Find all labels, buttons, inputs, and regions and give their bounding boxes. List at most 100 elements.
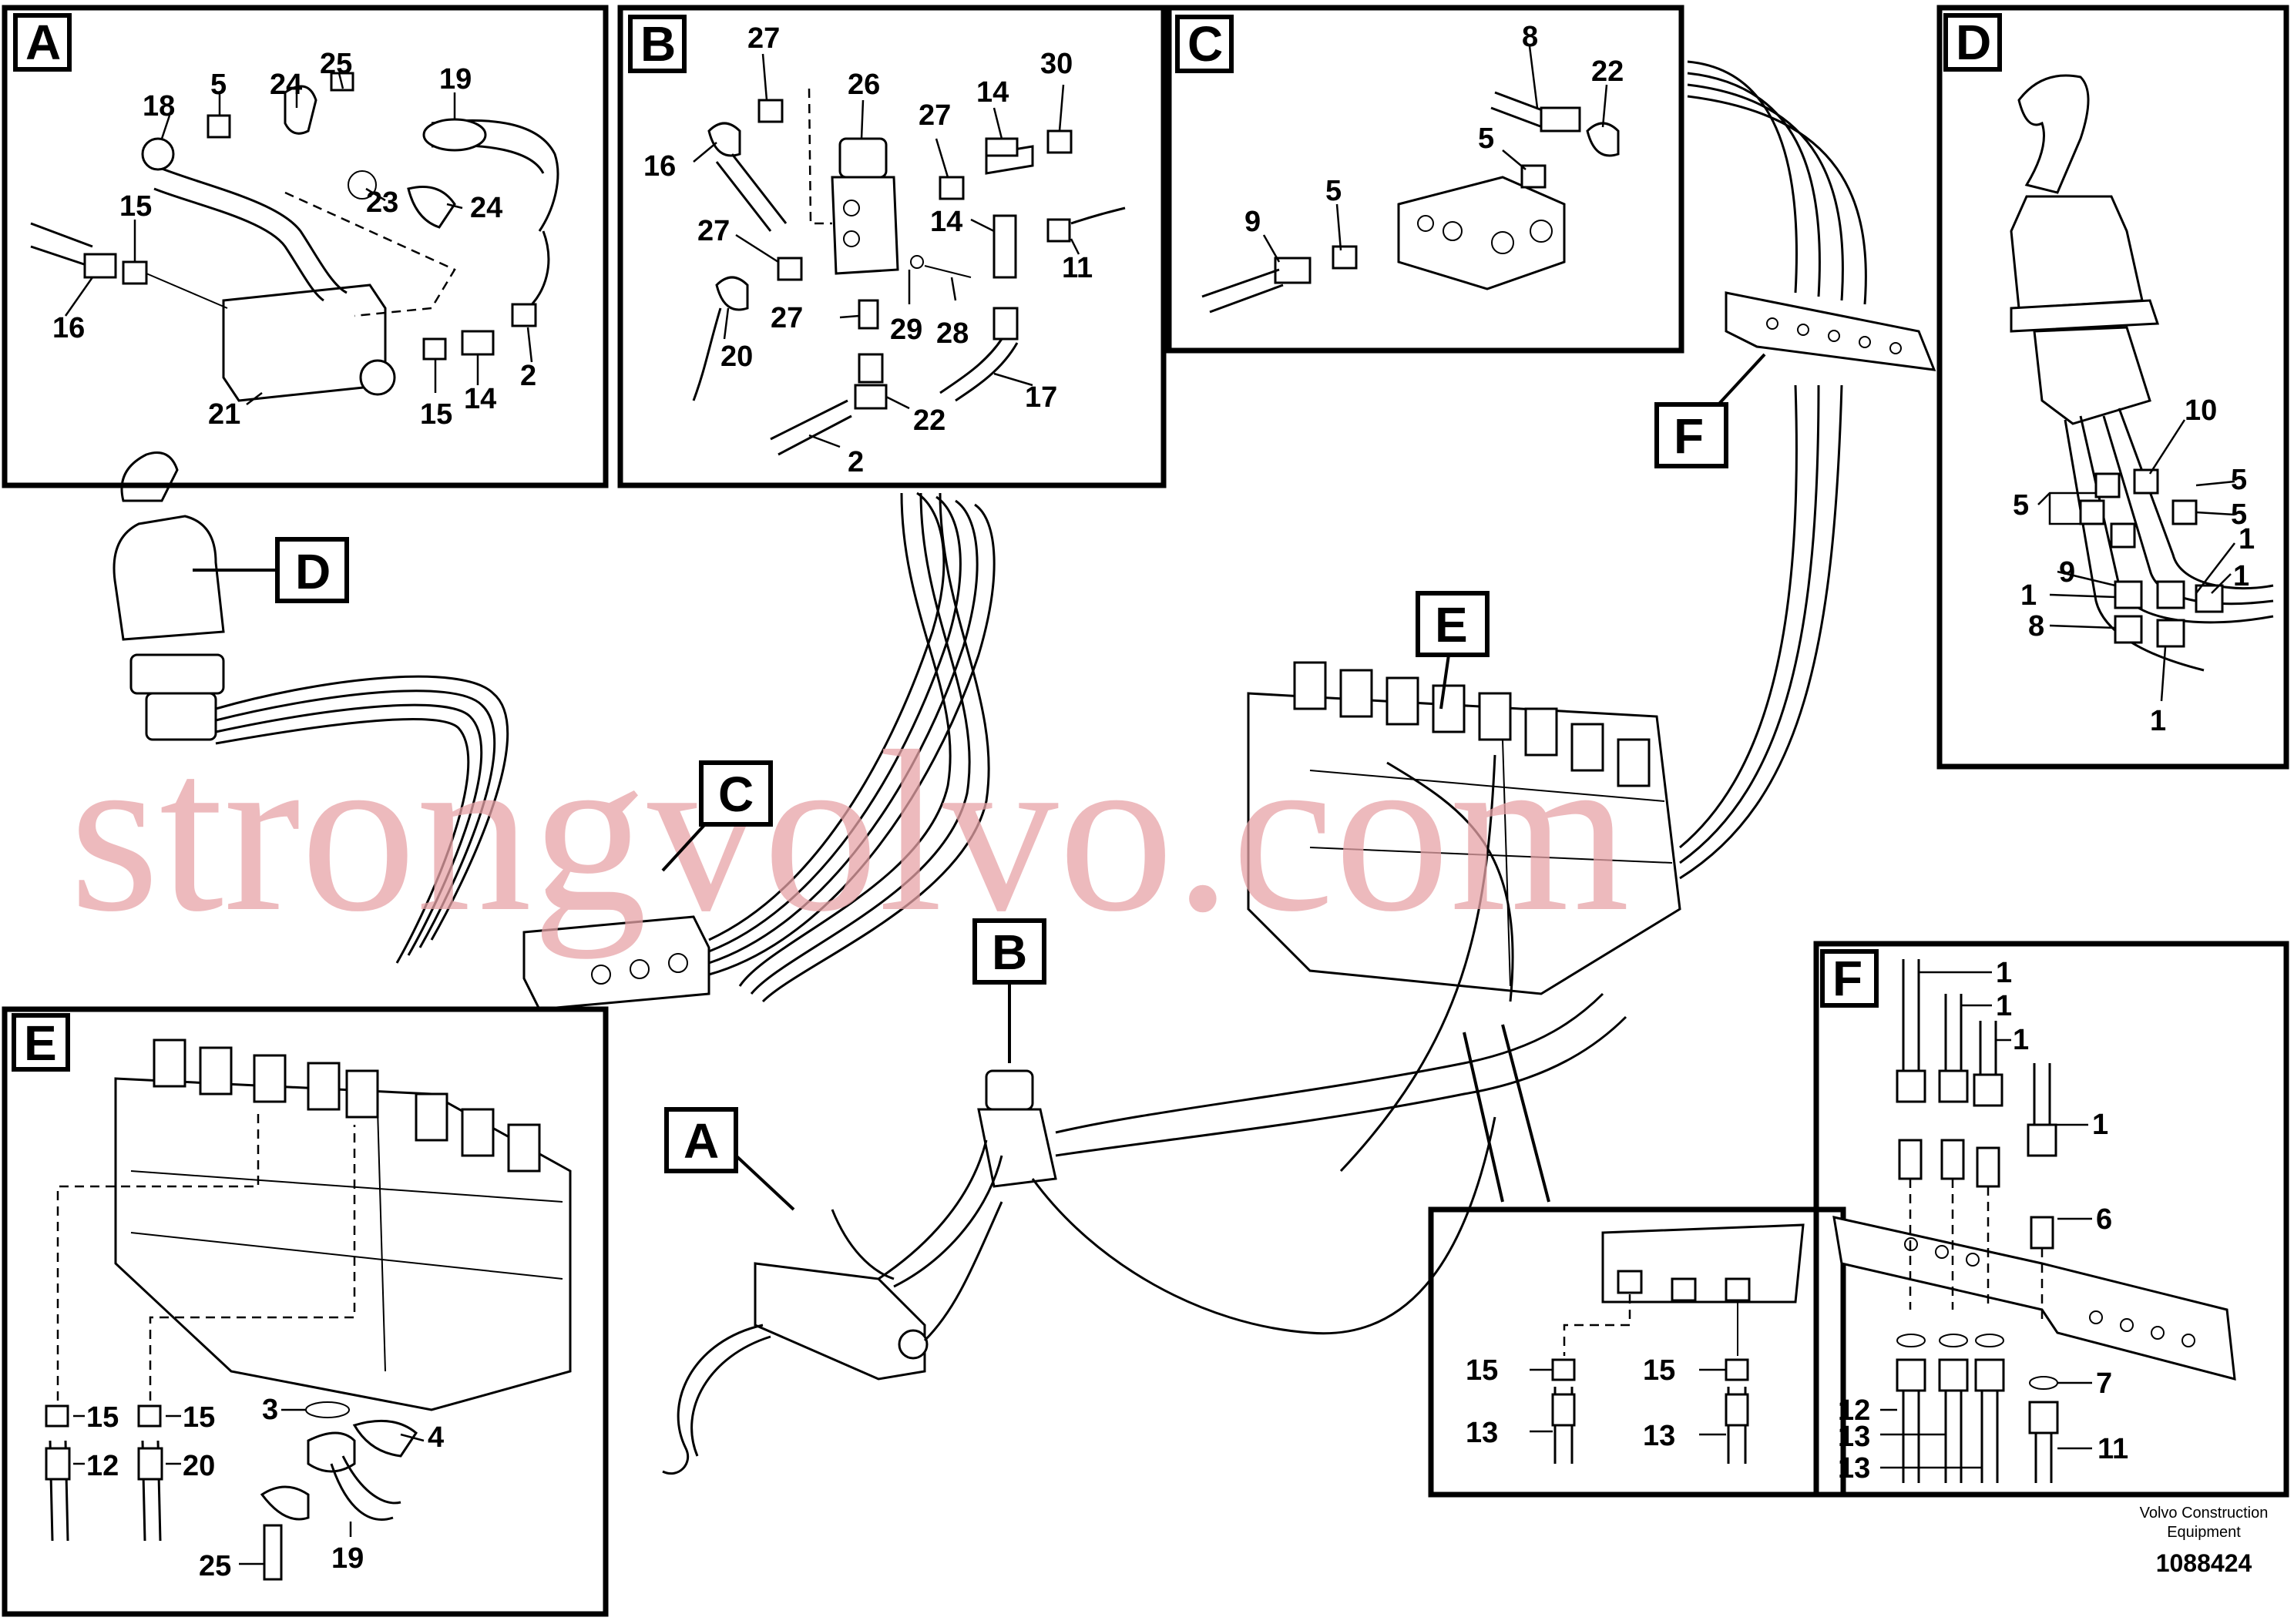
panel-d-label-5-right-top: 5: [2231, 464, 2247, 496]
panel-e-label-4: 4: [428, 1421, 444, 1454]
callout-c: C: [718, 767, 754, 822]
panel-d-tag: D: [1956, 15, 1991, 70]
panel-b-tag: B: [640, 16, 676, 72]
panel-a-label-25: 25: [320, 48, 352, 80]
panel-e-tag-box: [12, 1013, 70, 1072]
panel-c-label-22: 22: [1591, 55, 1624, 88]
panel-f-label-1-b: 1: [1996, 990, 2012, 1022]
panel-a-label-18: 18: [143, 90, 175, 122]
panel-e-label-20: 20: [183, 1450, 215, 1482]
panel-e-label-25: 25: [199, 1550, 231, 1582]
callout-f-box: [1654, 402, 1728, 468]
panel-b-label-29: 29: [890, 314, 922, 346]
panel-e-label-12: 12: [86, 1450, 119, 1482]
main-assembly: [113, 60, 1936, 1475]
panel-d-tag-box: [1943, 13, 2002, 72]
panel-d-label-1-right-low: 1: [2233, 560, 2249, 592]
main-callouts: D C E F B A: [193, 353, 1766, 1211]
panel-e-detail-label-15-right: 15: [1643, 1354, 1675, 1387]
panel-f-label-6: 6: [2096, 1203, 2112, 1236]
callout-f: F: [1674, 408, 1704, 464]
callout-a-box: [664, 1107, 738, 1173]
panel-c-tag-box: [1175, 15, 1234, 73]
panel-b-label-14: 14: [976, 76, 1009, 109]
panel-d-label-1-left: 1: [2020, 579, 2037, 612]
panel-b-label-16: 16: [643, 150, 676, 183]
control-valve-block: [1247, 384, 1843, 1173]
panel-b-label-17: 17: [1025, 381, 1057, 414]
callout-b: B: [992, 924, 1027, 980]
panel-e-detail: 15 15 13 13: [1428, 1206, 1846, 1498]
panel-b-label-28: 28: [936, 317, 969, 350]
bulkhead-plate-f: [1687, 60, 1936, 371]
panel-b-label-11: 11: [1062, 252, 1093, 284]
panel-d-frame: [1936, 5, 2289, 770]
panel-e-tag: E: [24, 1015, 57, 1071]
panel-f: F: [1813, 941, 2289, 1498]
panel-d-label-10: 10: [2185, 394, 2217, 427]
credit-line-1: Volvo Construction: [2140, 1505, 2269, 1522]
panel-f-label-7: 7: [2096, 1367, 2112, 1400]
panel-e-detail-frame: [1428, 1206, 1846, 1498]
panel-a: A: [2, 5, 609, 488]
panel-e-detail-label-13-left: 13: [1466, 1417, 1498, 1449]
panel-a-tag: A: [25, 15, 61, 70]
panel-a-label-15b: 15: [420, 398, 452, 431]
panel-b-label-20: 20: [720, 341, 753, 373]
panel-e-label-15-right: 15: [183, 1401, 215, 1434]
panel-b-frame: [617, 5, 1167, 488]
panel-b-label-27: 27: [747, 22, 780, 55]
manifold-block-a: [662, 1139, 1003, 1475]
panel-a-label-14: 14: [464, 383, 496, 415]
panel-c-label-5b: 5: [1325, 175, 1342, 207]
panel-b-label-27d: 27: [771, 302, 803, 334]
panel-e-detail-label-15-left: 15: [1466, 1354, 1498, 1387]
watermark-text: strongvolvo.com: [69, 703, 1630, 960]
panel-f-tag-box: [1820, 949, 1879, 1008]
panel-c-tag: C: [1187, 16, 1223, 72]
panel-c-label-9: 9: [1244, 206, 1261, 238]
panel-d-label-5-right: 5: [2231, 498, 2247, 531]
panel-b-label-22: 22: [913, 404, 945, 437]
panel-d-label-1-right: 1: [2239, 523, 2255, 555]
panel-d-label-1-bottom: 1: [2150, 705, 2166, 737]
panel-a-label-19: 19: [439, 63, 472, 96]
panel-a-label-24: 24: [270, 69, 302, 101]
panel-b-label-27c: 27: [697, 215, 730, 247]
panel-a-label-15: 15: [119, 190, 152, 223]
panel-d: D 10 5 5 5 9 1 1 8: [1936, 5, 2289, 770]
panel-c-label-8: 8: [1522, 21, 1538, 53]
panel-e-label-15-left: 15: [86, 1401, 119, 1434]
panel-f-tag: F: [1832, 951, 1862, 1006]
panel-f-label-1-d: 1: [2092, 1109, 2108, 1141]
callout-e: E: [1435, 597, 1468, 653]
panel-f-label-1-c: 1: [2013, 1024, 2029, 1056]
callout-b-box: [972, 918, 1046, 985]
panel-f-label-12: 12: [1838, 1394, 1870, 1427]
panel-a-tag-box: [13, 13, 72, 72]
callout-c-box: [699, 760, 773, 827]
panel-b-label-2: 2: [848, 446, 864, 478]
panel-a-label-5: 5: [210, 69, 227, 101]
panel-e-label-19: 19: [331, 1542, 364, 1575]
panel-a-label-2: 2: [520, 360, 536, 392]
panel-b-label-26: 26: [848, 69, 880, 101]
joystick-main: [113, 451, 509, 964]
panel-a-label-24b: 24: [470, 192, 502, 224]
callout-e-box: [1416, 591, 1490, 657]
panel-b-label-14b: 14: [930, 206, 962, 238]
panel-f-label-13-a: 13: [1838, 1421, 1870, 1453]
panel-f-frame: [1813, 941, 2289, 1498]
callout-a: A: [683, 1113, 719, 1169]
panel-b-label-30: 30: [1040, 48, 1073, 80]
panel-e-label-3: 3: [262, 1394, 278, 1426]
panel-a-frame: [2, 5, 609, 488]
panel-d-label-8: 8: [2028, 610, 2044, 643]
solenoid-valve-b: [977, 992, 1627, 1335]
panel-c-label-5: 5: [1478, 122, 1494, 155]
panel-a-label-23: 23: [366, 186, 398, 219]
panel-b-label-27b: 27: [919, 99, 951, 132]
callout-d: D: [295, 544, 331, 599]
